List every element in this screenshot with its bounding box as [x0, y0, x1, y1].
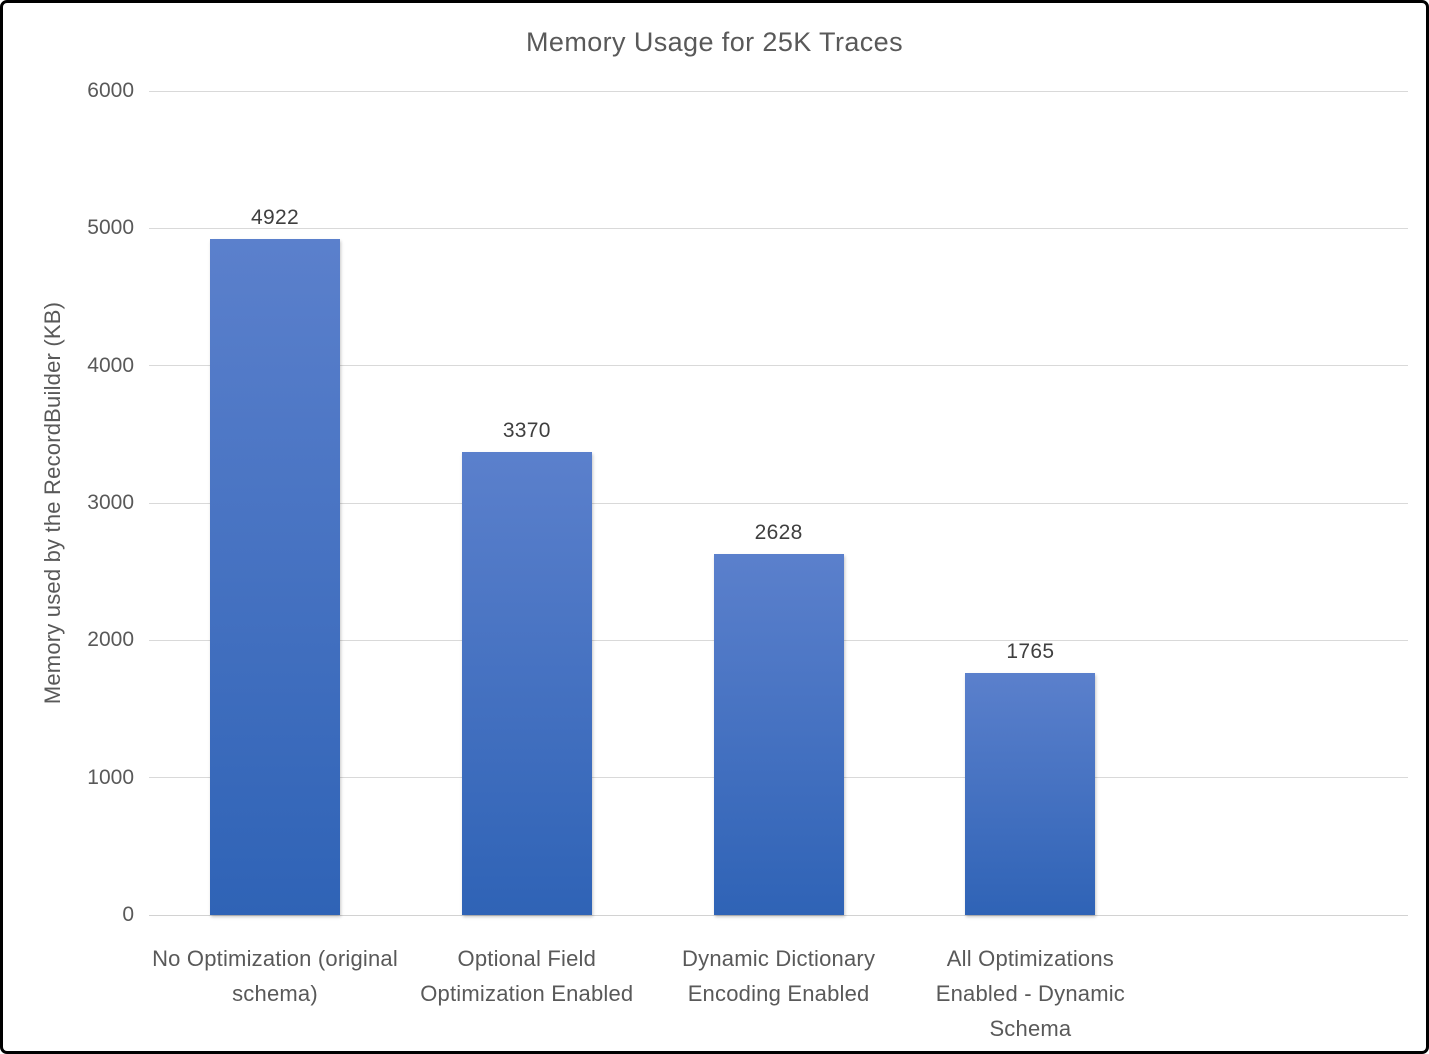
- gridline: [149, 365, 1408, 367]
- bar-value-label: 3370: [502, 419, 551, 443]
- chart-title: Memory Usage for 25K Traces: [526, 27, 903, 57]
- bar-4[interactable]: [965, 672, 1096, 915]
- y-tick-label: 4000: [87, 353, 134, 377]
- y-tick-label: 5000: [87, 216, 134, 240]
- bar-value-label: 2628: [754, 521, 803, 545]
- bar-1[interactable]: [210, 239, 340, 915]
- y-tick-label: 1000: [87, 765, 134, 789]
- x-axis-line: [149, 914, 1408, 916]
- category-label: Optional Field Optimization Enabled: [420, 946, 634, 1006]
- bar-2[interactable]: [461, 452, 592, 915]
- y-tick-label: 0: [122, 903, 134, 926]
- category-label: Dynamic Dictionary Encoding Enabled: [682, 946, 876, 1006]
- y-tick-label: 6000: [87, 79, 134, 102]
- bar-value-label: 1765: [1006, 639, 1055, 663]
- gridline: [149, 227, 1408, 229]
- category-label: No Optimization (original schema): [152, 946, 398, 1006]
- y-tick-label: 2000: [87, 628, 134, 652]
- gridline: [149, 90, 1408, 92]
- y-tick-label: 3000: [87, 491, 134, 514]
- category-label: All Optimizations Enabled - Dynamic Sche…: [935, 946, 1126, 1041]
- bar-3[interactable]: [713, 554, 844, 915]
- bar-value-label: 4922: [251, 206, 299, 230]
- gridline: [149, 502, 1408, 504]
